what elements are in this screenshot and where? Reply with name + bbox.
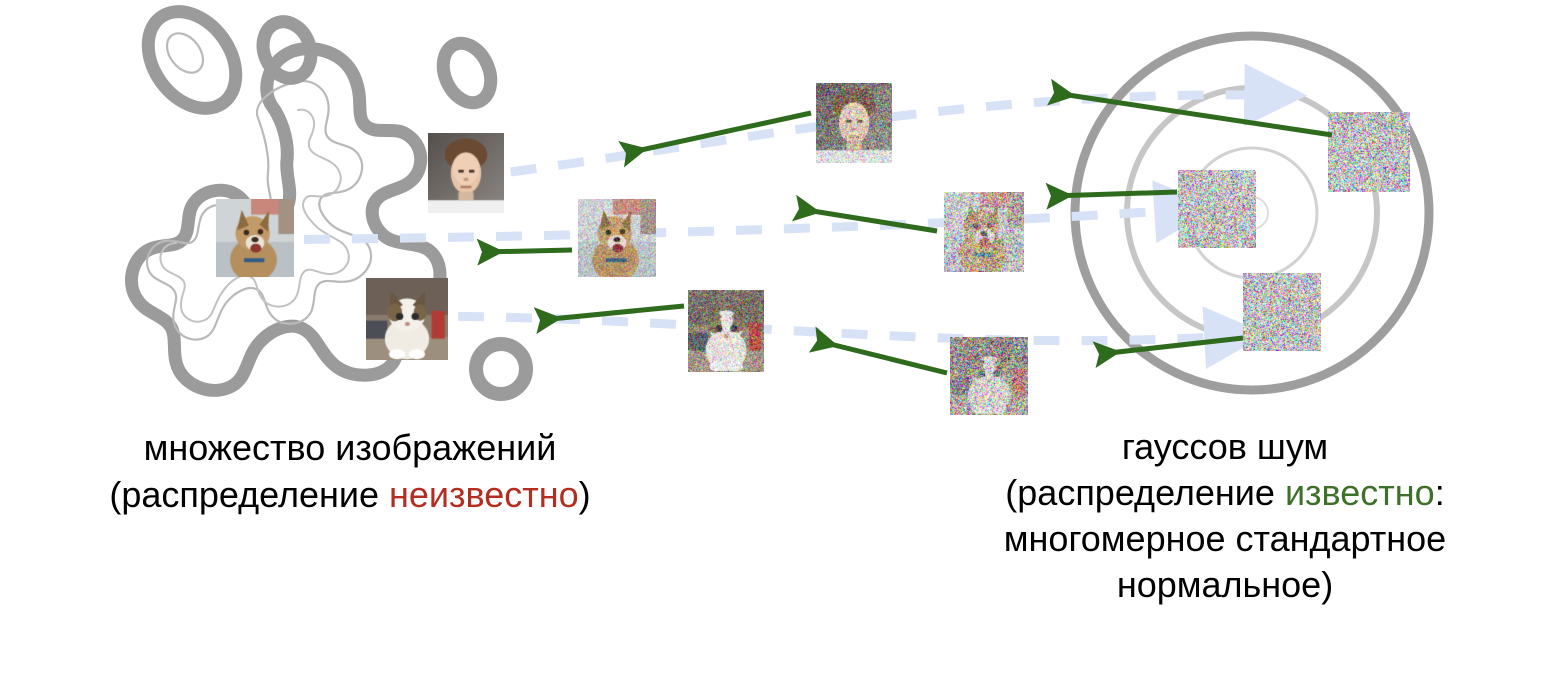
reverse-arrow-dog-b <box>791 194 938 234</box>
blob-satellite-bottom-ring <box>469 337 533 401</box>
right-caption-keyword: известно <box>1284 472 1435 513</box>
right-caption-prefix: (распределение <box>1005 472 1285 513</box>
clean-cat-image <box>366 278 448 360</box>
left-caption-prefix: (распределение <box>109 474 389 515</box>
mid-dog-image <box>578 199 656 277</box>
blob-satellite-small-ring <box>256 15 318 85</box>
right-caption-line2: (распределение известно: <box>890 470 1560 516</box>
blob-satellite-right-ring <box>436 36 498 110</box>
pure-noise-top <box>1328 112 1410 192</box>
pure-noise-mid <box>1178 170 1256 248</box>
reverse-arrow-face-a <box>618 110 812 168</box>
noisy-cat-image <box>950 337 1028 415</box>
right-caption: гауссов шум (распределение известно: мно… <box>890 424 1560 608</box>
reverse-arrow-face-b <box>1047 78 1333 138</box>
noisy-face-image <box>816 83 892 163</box>
reverse-arrow-cat-c <box>1092 335 1244 369</box>
pure-noise-bot <box>1243 273 1321 351</box>
right-caption-line3: многомерное стандартное <box>1003 518 1447 559</box>
forward-arrow-face <box>462 63 1308 183</box>
noisy-dog-image <box>944 192 1024 272</box>
left-caption: множество изображений (распределение неи… <box>0 424 700 518</box>
reverse-arrow-cat-b <box>808 326 948 376</box>
left-caption-suffix: ) <box>578 474 591 515</box>
right-caption-line1: гауссов шум <box>1121 426 1329 467</box>
clean-face-image <box>428 133 504 213</box>
mid-cat-image <box>688 290 764 372</box>
blob-satellite-large-ring <box>141 5 243 115</box>
reverse-arrow-dog-a <box>476 238 573 266</box>
left-caption-line2: (распределение неизвестно) <box>0 471 700 518</box>
blob-satellite-large-inner <box>165 32 205 74</box>
reverse-arrow-dog-c <box>1045 182 1178 210</box>
right-caption-suffix: : <box>1434 472 1445 513</box>
blob-inner-contour-2 <box>159 108 350 323</box>
clean-dog-image <box>216 199 294 277</box>
left-caption-keyword: неизвестно <box>389 474 579 515</box>
right-caption-line4: нормальное) <box>1116 564 1334 605</box>
forward-arrow-dog <box>255 180 1218 245</box>
reverse-arrow-cat-a <box>533 303 685 335</box>
left-caption-line1: множество изображений <box>143 427 557 468</box>
